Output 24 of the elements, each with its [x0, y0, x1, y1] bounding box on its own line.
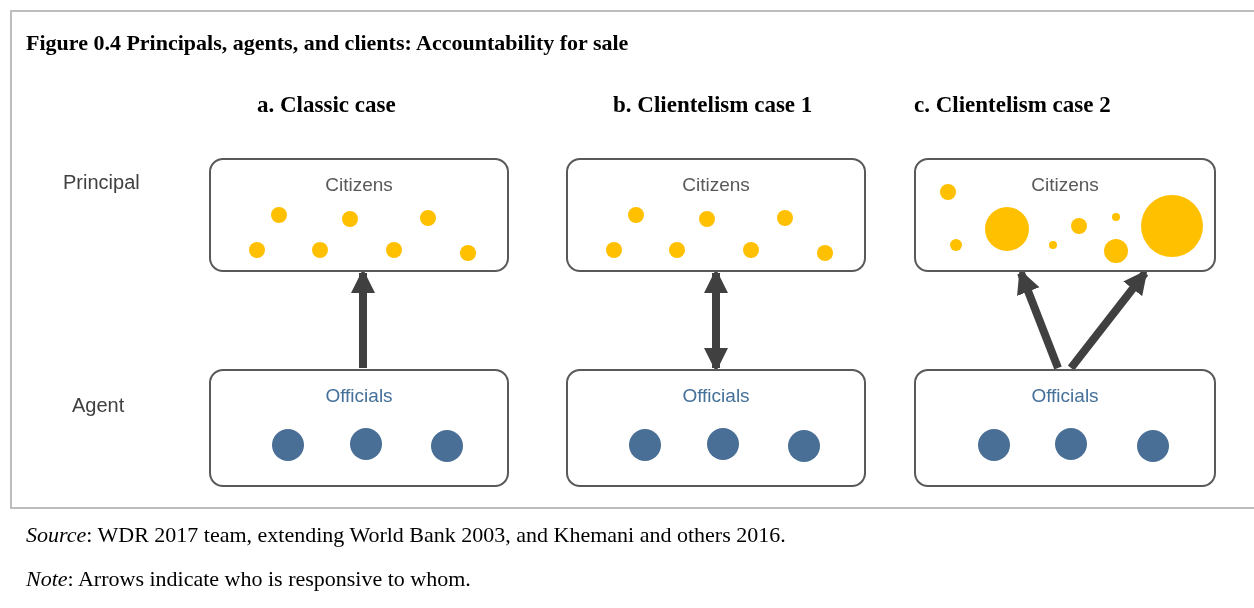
citizens-box [566, 158, 866, 272]
node-label: Citizens [324, 174, 394, 196]
node-label: Officials [1030, 385, 1100, 407]
node-label: Citizens [1030, 174, 1100, 196]
citizens-box [209, 158, 509, 272]
officials-box [914, 369, 1216, 487]
arrow [1067, 269, 1149, 371]
citizens-box [914, 158, 1216, 272]
node-label: Citizens [681, 174, 751, 196]
panel-heading: b. Clientelism case 1 [613, 92, 813, 118]
note-text: Note: Arrows indicate who is responsive to whom. [26, 566, 471, 592]
row-label: Agent [72, 394, 125, 417]
node-label: Officials [324, 385, 394, 407]
panel-heading: a. Classic case [257, 92, 396, 118]
figure-title: Figure 0.4 Principals, agents, and clients: Accountability for sale [26, 30, 629, 56]
arrow [704, 269, 728, 372]
arrow [1017, 269, 1062, 370]
source-text: Source: WDR 2017 team, extending World Bank 2003, and Khemani and others 2016. [26, 522, 786, 548]
officials-box [209, 369, 509, 487]
row-label: Principal [63, 171, 140, 194]
panel-heading: c. Clientelism case 2 [914, 92, 1111, 118]
node-label: Officials [681, 385, 751, 407]
arrow [351, 269, 375, 368]
officials-box [566, 369, 866, 487]
